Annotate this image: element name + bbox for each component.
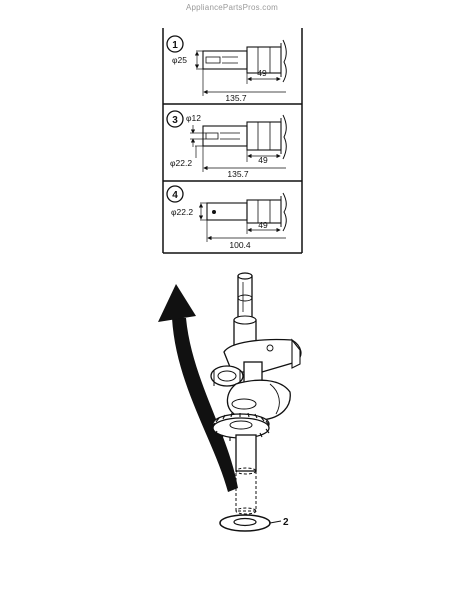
- washer-callout: 2: [283, 517, 289, 528]
- panel-number: 4: [172, 190, 178, 201]
- washer: 2: [219, 514, 289, 532]
- panel-number: 3: [172, 115, 178, 126]
- small-diameter-label: φ12: [186, 113, 201, 123]
- diameter-label: φ25: [172, 55, 187, 65]
- panel-number-circle: [166, 35, 184, 53]
- shaft-end-drawing: [202, 114, 287, 160]
- length-label: 49: [257, 68, 267, 78]
- watermark: AppliancePartsPros.com: [186, 3, 278, 12]
- panel-1: 1 φ25 49 135.7: [166, 35, 287, 103]
- panel-number-circle: [166, 185, 184, 203]
- diameter-label: φ22.2: [170, 158, 192, 168]
- panel-number-circle: [166, 110, 184, 128]
- overall-label: 135.7: [225, 93, 247, 103]
- length-label: 49: [258, 155, 268, 165]
- curved-up-arrow-icon: [158, 284, 238, 492]
- overall-label: 100.4: [229, 240, 251, 250]
- crankshaft-illustration: [210, 272, 302, 515]
- overall-label: 135.7: [227, 169, 249, 179]
- panel-3: 3 φ12 φ22.2 49 135.7: [166, 110, 287, 179]
- length-label: 49: [258, 220, 268, 230]
- shaft-end-drawing: [202, 39, 287, 83]
- shaft-end-drawing: [206, 192, 287, 232]
- panel-4: 4 φ22.2 49 100.4: [166, 185, 287, 250]
- diameter-label: φ22.2: [171, 207, 193, 217]
- panel-number: 1: [172, 40, 178, 51]
- panel-frame: [162, 28, 303, 254]
